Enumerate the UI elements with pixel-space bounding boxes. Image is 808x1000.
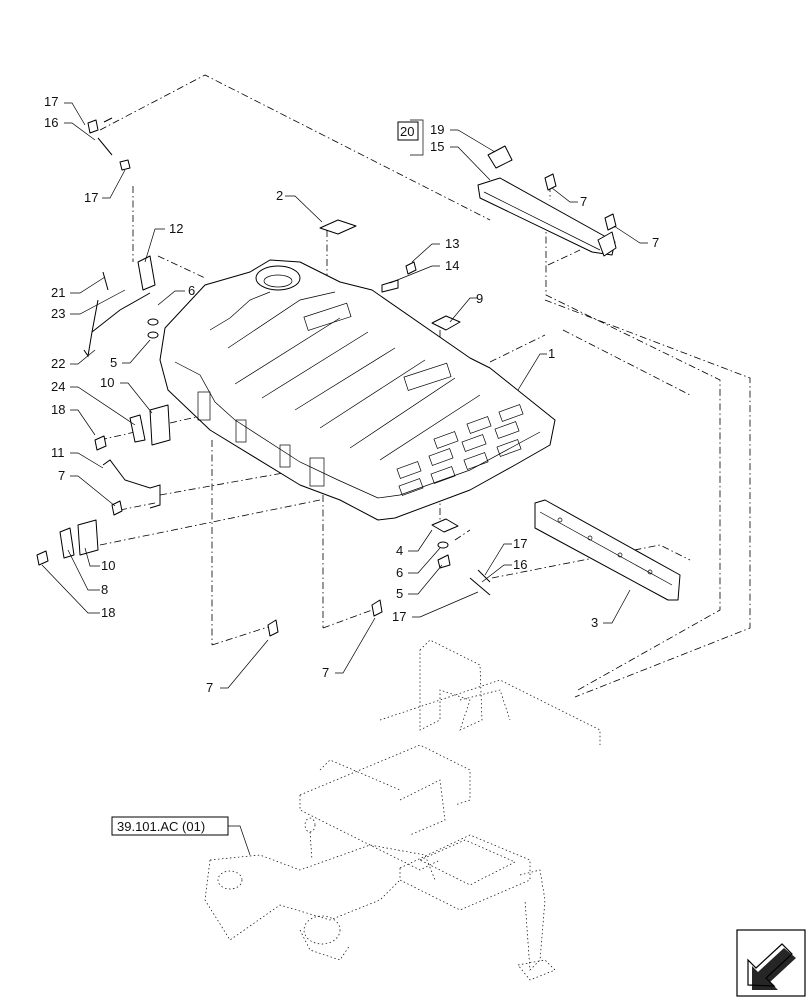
roof-panel [159,259,556,521]
callout-16: 16 [44,115,58,130]
callout-18: 18 [51,402,65,417]
leader-lines [41,102,648,856]
callout-10: 10 [100,375,114,390]
callout-1: 1 [548,346,555,361]
callout-3: 3 [591,615,598,630]
callout-17: 17 [84,190,98,205]
callout-21: 21 [51,285,65,300]
callout-6: 6 [188,283,195,298]
cab-frame [204,639,601,981]
callout-16: 16 [513,557,527,572]
side-rail [534,499,681,601]
callout-17: 17 [513,536,527,551]
mounting-rail [477,145,617,257]
roof-vents [396,404,524,496]
reference-label[interactable]: 39.101.AC (01) [117,819,205,834]
callout-labels: 17 16 17 12 21 23 22 6 5 2 13 14 20 19 1… [44,94,659,695]
callout-7: 7 [580,194,587,209]
callout-12: 12 [169,221,183,236]
callout-5: 5 [110,355,117,370]
reference-link[interactable]: 39.101.AC (01) [111,816,229,836]
callout-7: 7 [206,680,213,695]
callout-15: 15 [430,139,444,154]
kit-box-20: 20 [397,121,419,141]
hardware-parts [36,117,617,637]
next-page-arrow-icon[interactable] [736,929,806,997]
callout-24: 24 [51,379,65,394]
callout-14: 14 [445,258,459,273]
callout-9: 9 [476,291,483,306]
callout-6: 6 [396,565,403,580]
callout-17: 17 [44,94,58,109]
callout-7: 7 [58,468,65,483]
callout-18: 18 [101,605,115,620]
callout-22: 22 [51,356,65,371]
callout-23: 23 [51,306,65,321]
callout-13: 13 [445,236,459,251]
callout-5: 5 [396,586,403,601]
callout-7: 7 [652,235,659,250]
callout-17: 17 [392,609,406,624]
callout-20: 20 [400,124,414,139]
callout-7: 7 [322,665,329,680]
callout-2: 2 [276,188,283,203]
callout-19: 19 [430,122,444,137]
callout-11: 11 [51,445,65,460]
callout-8: 8 [101,582,108,597]
callout-10: 10 [101,558,115,573]
callout-4: 4 [396,543,403,558]
